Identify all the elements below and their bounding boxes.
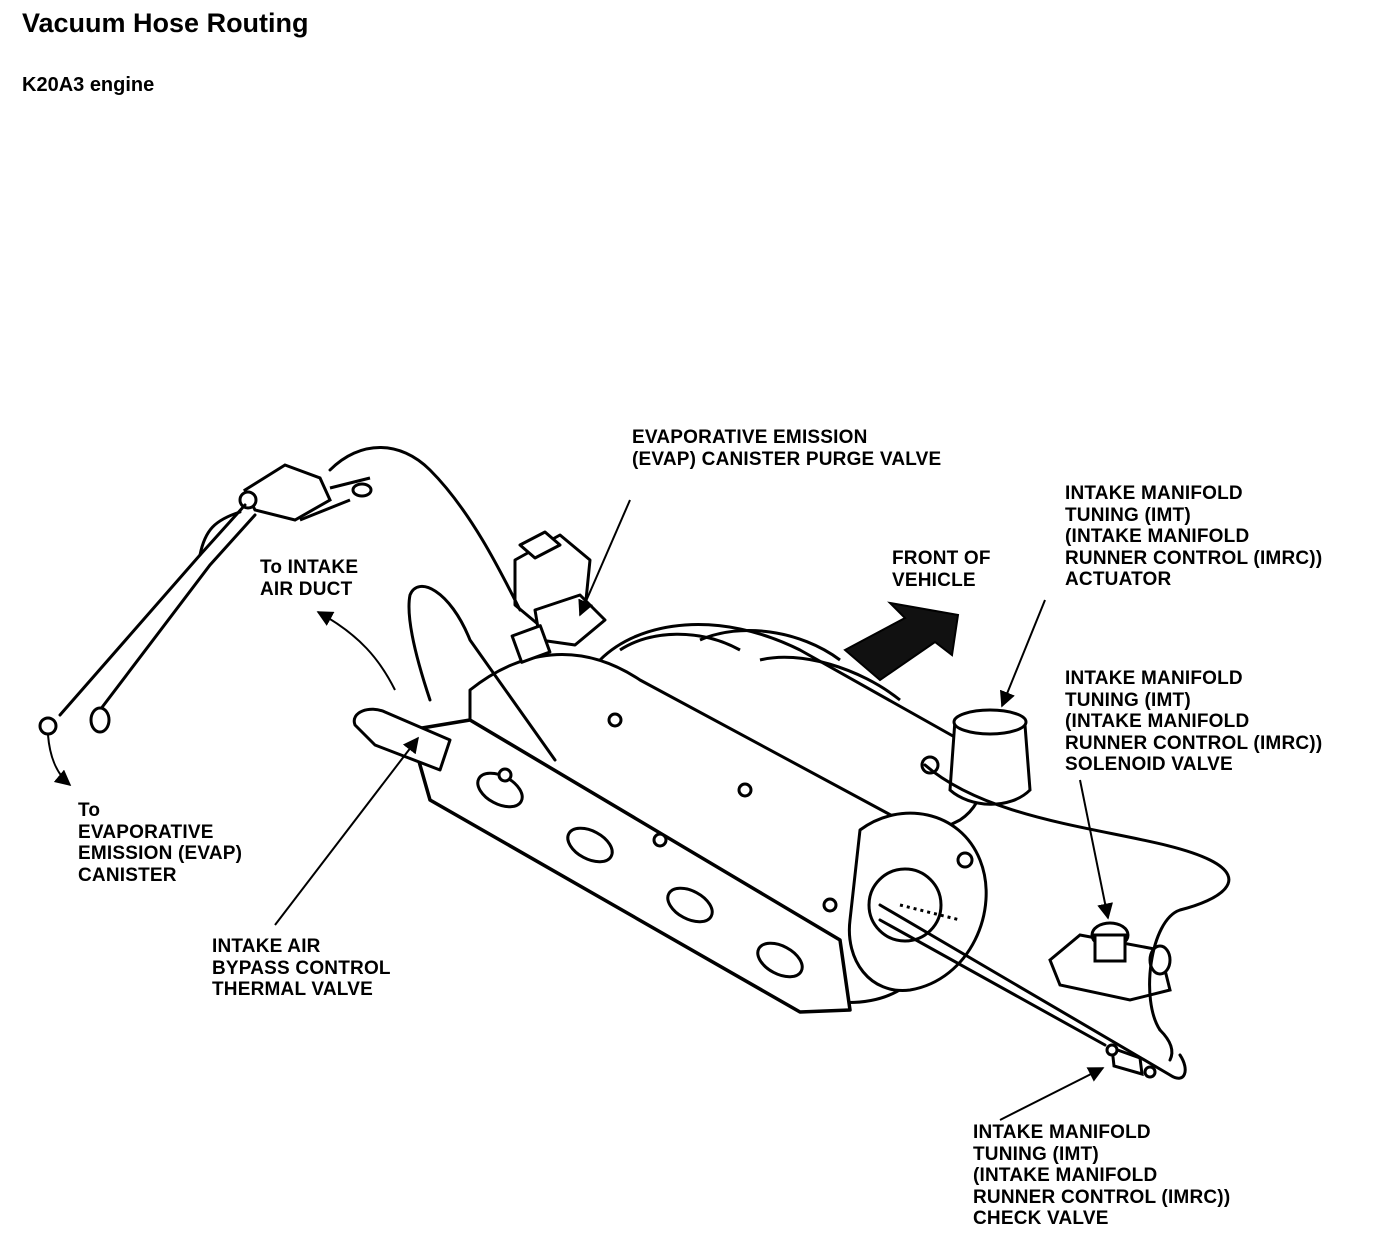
dotted-hidden-hose [899, 903, 961, 922]
label-evap-purge-valve: EVAPORATIVE EMISSION (EVAP) CANISTER PUR… [632, 427, 942, 470]
evap-purge-valve [510, 530, 607, 664]
vacuum-hoses [38, 446, 1231, 1080]
label-imt-check-valve: INTAKE MANIFOLD TUNING (IMT) (INTAKE MAN… [973, 1122, 1231, 1229]
page-title: Vacuum Hose Routing [22, 8, 309, 38]
evap-line-fittings [238, 463, 373, 522]
label-imt-solenoid-valve: INTAKE MANIFOLD TUNING (IMT) (INTAKE MAN… [1065, 668, 1323, 775]
imt-check-valve [1105, 1043, 1157, 1079]
label-to-evap-canister: To EVAPORATIVE EMISSION (EVAP) CANISTER [78, 800, 243, 886]
label-intake-air-bypass-valve: INTAKE AIR BYPASS CONTROL THERMAL VALVE [212, 936, 391, 1000]
front-of-vehicle-arrow [843, 601, 960, 682]
intake-manifold [352, 623, 988, 1014]
label-to-intake-air-duct: To INTAKE AIR DUCT [260, 557, 359, 600]
leader-lines [47, 499, 1113, 1121]
imt-solenoid-valve [1048, 921, 1172, 1002]
label-imt-actuator: INTAKE MANIFOLD TUNING (IMT) (INTAKE MAN… [1065, 483, 1323, 590]
label-front-of-vehicle: FRONT OF VEHICLE [892, 548, 991, 591]
engine-subtitle: K20A3 engine [22, 74, 155, 96]
